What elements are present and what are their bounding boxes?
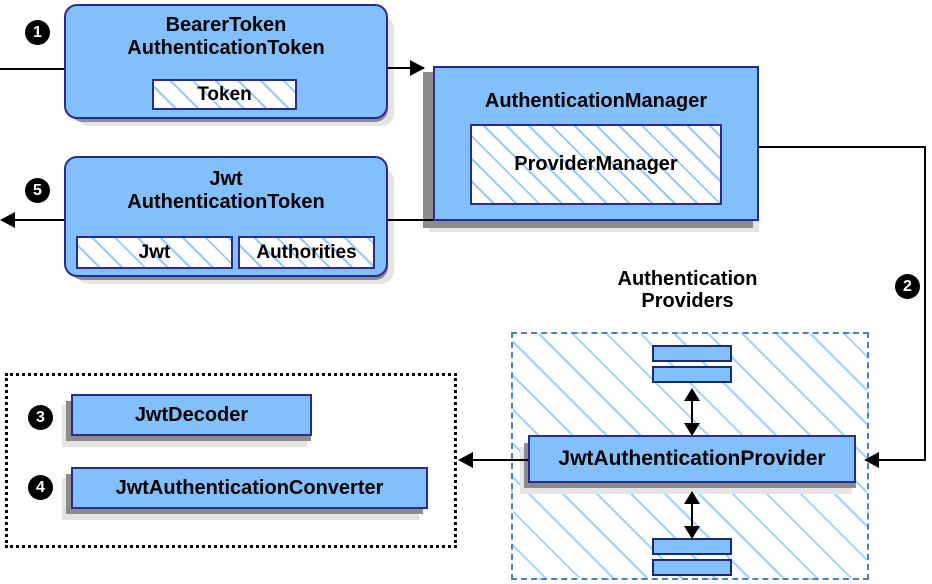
bearer-token-title-line2: AuthenticationToken xyxy=(127,36,325,59)
node-jwt-authentication-provider[interactable]: JwtAuthenticationProvider xyxy=(528,435,856,483)
step-marker-2: 2 xyxy=(895,274,920,299)
inner-box-provider-manager[interactable]: ProviderManager xyxy=(470,124,722,205)
connector-manager-right xyxy=(759,146,926,148)
interface-bar-top-2 xyxy=(652,366,732,383)
step-marker-4: 4 xyxy=(28,475,53,500)
step-marker-3: 3 xyxy=(28,405,53,430)
connector-bearer-to-manager xyxy=(388,67,424,69)
connector-manager-down xyxy=(924,146,926,460)
inner-box-jwt[interactable]: Jwt xyxy=(76,236,233,269)
interface-bar-bottom-1 xyxy=(652,538,732,555)
connector-provider-up-stem xyxy=(691,394,693,429)
inner-box-token[interactable]: Token xyxy=(152,79,297,110)
providers-caption-line2: Providers xyxy=(641,290,734,313)
arrowhead-provider-down xyxy=(684,526,700,539)
authentication-providers-caption: Authentication Providers xyxy=(565,268,810,313)
interface-bar-bottom-2 xyxy=(652,559,732,576)
providers-caption-line1: Authentication xyxy=(617,268,758,290)
step-marker-1: 1 xyxy=(25,20,50,45)
arrowhead-provider-to-support xyxy=(458,452,473,468)
node-jwt-decoder[interactable]: JwtDecoder xyxy=(71,394,312,436)
jwt-token-title-line1: Jwt xyxy=(209,168,243,190)
authentication-manager-title: AuthenticationManager xyxy=(484,90,708,112)
inner-box-authorities[interactable]: Authorities xyxy=(238,236,375,269)
arrowhead-provider-up xyxy=(684,388,700,401)
arrowhead-authenticated-response xyxy=(0,212,15,228)
arrowhead-into-provider xyxy=(864,452,879,468)
bearer-token-title-line1: BearerToken xyxy=(165,14,287,36)
connector-into-provider xyxy=(874,459,926,461)
arrowhead-provider-down-upper xyxy=(684,423,700,436)
connector-provider-to-support xyxy=(472,459,530,461)
jwt-token-title-line2: AuthenticationToken xyxy=(127,190,325,213)
node-jwt-authentication-converter[interactable]: JwtAuthenticationConverter xyxy=(71,467,428,509)
connector-provider-down-stem xyxy=(691,497,693,532)
group-jwt-support xyxy=(5,373,457,548)
connector-incoming-request xyxy=(0,68,66,70)
interface-bar-top-1 xyxy=(652,345,732,362)
step-marker-5: 5 xyxy=(25,178,50,203)
arrowhead-bearer-to-manager xyxy=(410,60,425,76)
arrowhead-provider-up-lower xyxy=(684,491,700,504)
